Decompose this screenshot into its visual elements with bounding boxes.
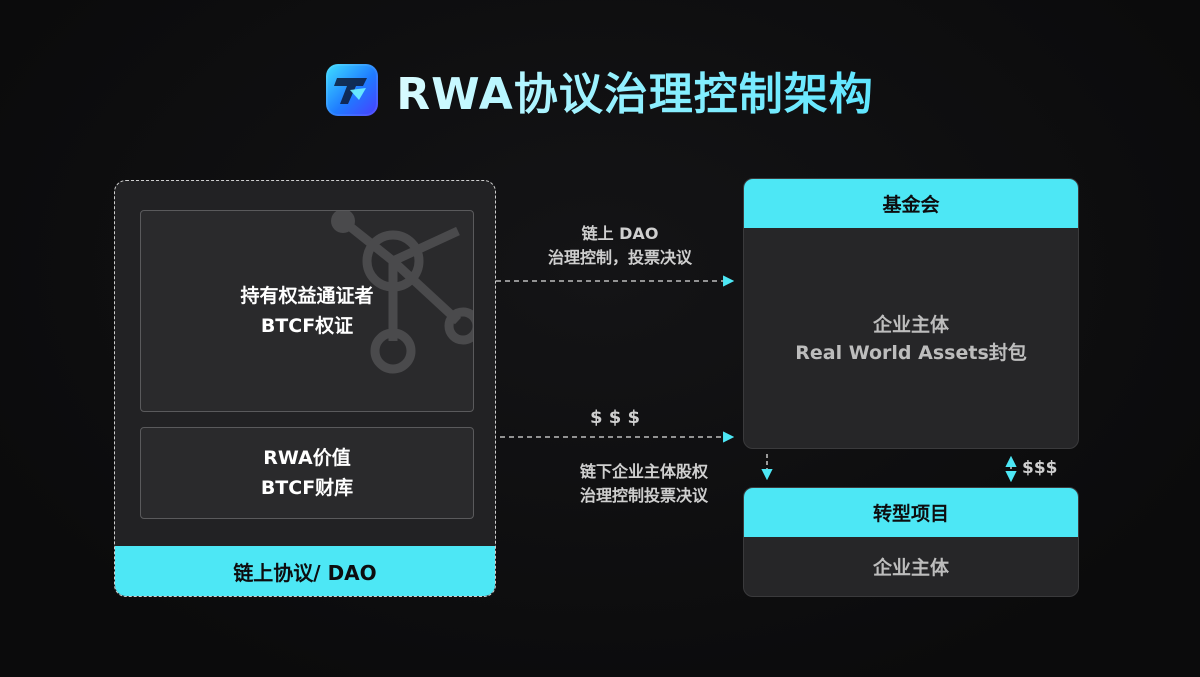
offchain-label-line2: 治理控制投票决议	[580, 486, 709, 505]
treasury-title: RWA价值	[263, 447, 351, 469]
project-funding-label: $$$	[1022, 458, 1058, 478]
foundation-body: 企业主体 Real World Assets封包	[744, 228, 1078, 448]
holder-subtitle: BTCF权证	[260, 315, 354, 337]
offchain-label-line1: 链下企业主体股权	[580, 462, 709, 481]
holder-title: 持有权益通证者	[240, 285, 374, 307]
foundation-header: 基金会	[744, 179, 1078, 228]
onchain-protocol-label: 链上协议/ DAO	[115, 546, 495, 596]
dao-label-line2: 治理控制，投票决议	[547, 248, 692, 267]
treasury-box: RWA价值 BTCF财库	[140, 427, 474, 519]
offchain-governance-label: 链下企业主体股权 治理控制投票决议	[580, 460, 750, 508]
page-title: RWA协议治理控制架构	[396, 58, 874, 122]
project-entity: 企业主体	[872, 556, 949, 579]
foundation-panel: 基金会 企业主体 Real World Assets封包	[743, 178, 1079, 449]
header: RWA协议治理控制架构	[0, 58, 1200, 122]
onchain-dao-panel: 持有权益通证者 BTCF权证 RWA价值 BTCF财库 链上协议/ DAO	[114, 180, 496, 597]
token-holder-box: 持有权益通证者 BTCF权证	[140, 210, 474, 412]
project-header: 转型项目	[744, 488, 1078, 537]
foundation-rwa-wrapper: Real World Assets封包	[795, 342, 1027, 364]
foundation-entity: 企业主体	[872, 314, 949, 336]
project-body: 企业主体	[744, 537, 1078, 596]
transformation-project-panel: 转型项目 企业主体	[743, 487, 1079, 597]
network-nodes-icon	[331, 211, 473, 374]
treasury-subtitle: BTCF财库	[260, 477, 354, 499]
dao-governance-label: 链上 DAO 治理控制，投票决议	[520, 222, 720, 270]
value-flow-label: $ $ $	[589, 407, 641, 428]
dao-label-line1: 链上 DAO	[581, 224, 659, 243]
brand-t-logo-icon	[326, 64, 379, 116]
